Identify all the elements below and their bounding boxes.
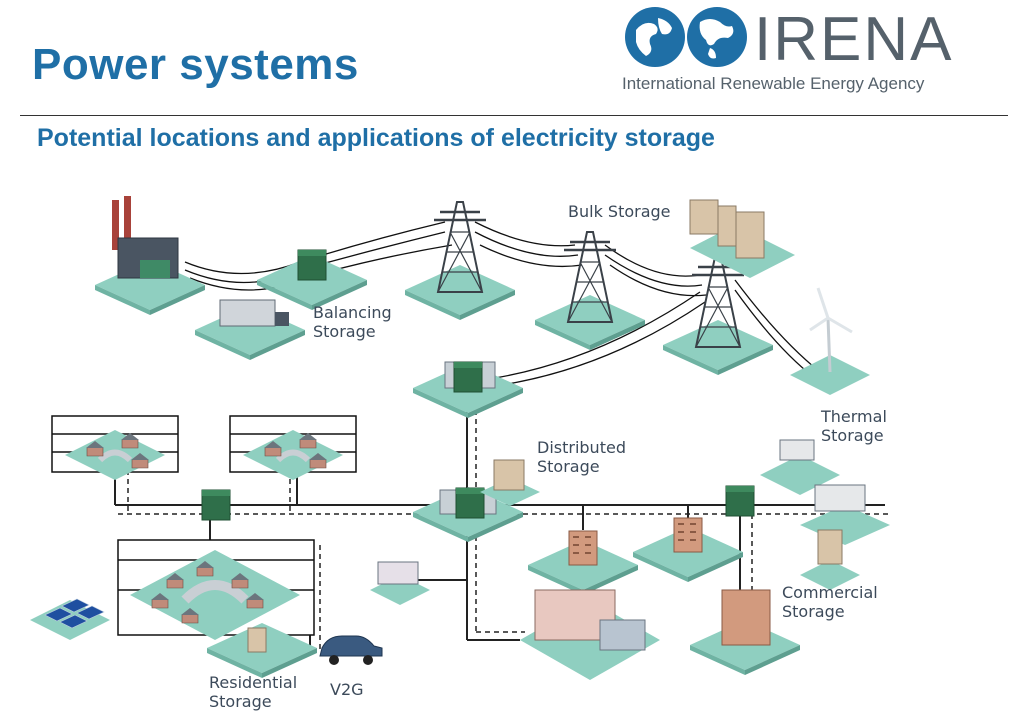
page-subtitle: Potential locations and applications of … <box>37 124 715 152</box>
header-divider <box>20 115 1008 116</box>
label-distributed-storage: Distributed Storage <box>537 438 626 476</box>
storage-diagram: Bulk Storage Balancing Storage Distribut… <box>0 160 1023 719</box>
label-line: Storage <box>537 457 600 476</box>
label-thermal-storage: Thermal Storage <box>821 407 887 445</box>
label-line: Storage <box>313 322 376 341</box>
label-line: Storage <box>782 602 845 621</box>
globe-logo-icon <box>625 7 747 67</box>
page-title: Power systems <box>32 40 359 89</box>
logo-wordmark: IRENA <box>754 5 954 74</box>
label-line: Storage <box>209 692 272 711</box>
label-balancing-storage: Balancing Storage <box>313 303 392 341</box>
label-line: Balancing <box>313 303 392 322</box>
label-line: Thermal <box>821 407 887 426</box>
label-line: Commercial <box>782 583 878 602</box>
label-line: Storage <box>821 426 884 445</box>
logo-tagline: International Renewable Energy Agency <box>622 74 925 93</box>
label-v2g: V2G <box>330 680 364 699</box>
label-line: Distributed <box>537 438 626 457</box>
label-bulk-storage: Bulk Storage <box>568 202 671 221</box>
irena-logo: IRENA International Renewable Energy Age… <box>622 4 967 96</box>
label-line: Residential <box>209 673 298 692</box>
label-residential-storage: Residential Storage <box>209 673 297 711</box>
label-commercial-storage: Commercial Storage <box>782 583 878 621</box>
